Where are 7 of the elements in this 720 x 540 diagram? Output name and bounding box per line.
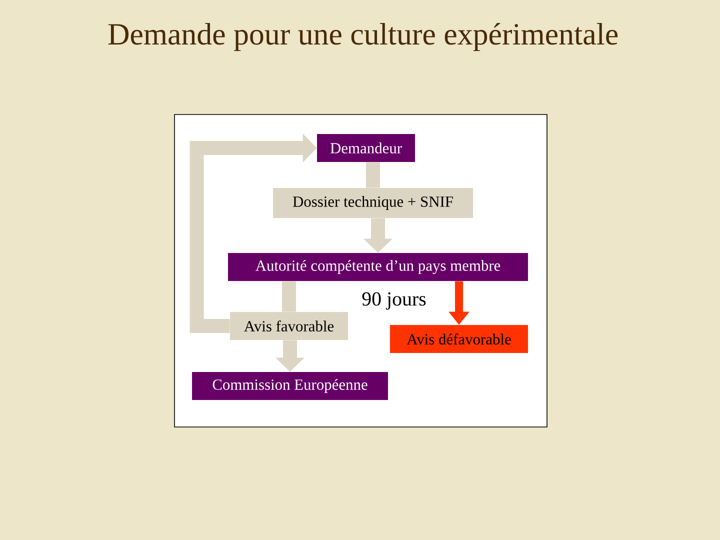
process-box: Autorité compétente d’un pays membre bbox=[228, 253, 528, 281]
duration-label: 90 jours bbox=[362, 292, 426, 310]
slide-title: Demande pour une culture expérimentale bbox=[108, 22, 618, 52]
process-box: Commission Européenne bbox=[192, 372, 388, 400]
process-box: Dossier technique + SNIF bbox=[273, 188, 473, 218]
process-box: Avis favorable bbox=[230, 312, 348, 340]
process-box: Demandeur bbox=[317, 134, 415, 162]
